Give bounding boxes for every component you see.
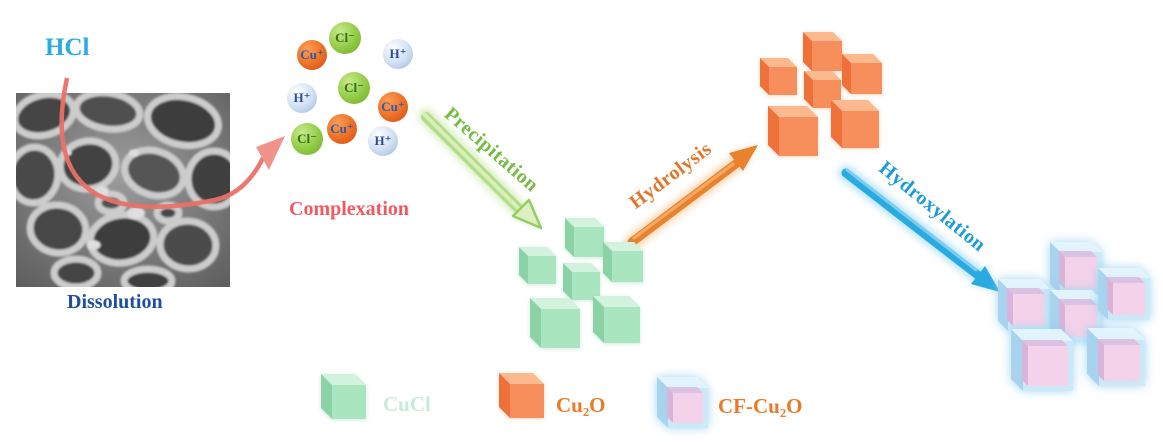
legend-swatch-cf-cu2o — [657, 377, 708, 428]
cf-cu2o-cube-core — [667, 387, 703, 423]
cube-left-face — [1098, 339, 1104, 381]
legend-label-cu2o: Cu₂O — [556, 393, 606, 417]
cu-plus-ion: Cu⁺ — [327, 114, 357, 144]
precipitation-arrow — [418, 108, 543, 230]
h-plus-ion: H⁺ — [368, 126, 398, 156]
h-plus-ion: H⁺ — [287, 83, 317, 113]
cucl-cube — [519, 247, 556, 284]
cube-left-face — [667, 387, 673, 423]
cf-cu2o-cube — [998, 279, 1050, 331]
cu2o-cube — [831, 100, 879, 148]
cu2o-cube — [768, 106, 818, 156]
cl-minus-ion: Cl⁻ — [338, 72, 370, 104]
cube-top-face — [1098, 339, 1140, 345]
cf-cu2o-cube — [1098, 268, 1150, 320]
cu2o-cube — [842, 54, 882, 94]
cucl-cube — [603, 242, 643, 282]
cucl-cube — [530, 298, 580, 348]
cl-minus-ion: Cl⁻ — [329, 22, 361, 54]
cu-plus-ion: Cu⁺ — [297, 40, 327, 70]
hydroxylation-arrow — [838, 165, 1000, 292]
dissolution-arrow — [59, 77, 285, 209]
legend-label-cucl: CuCl — [383, 392, 431, 416]
cube-left-face — [1059, 251, 1065, 289]
cucl-cube — [593, 296, 640, 343]
legend-swatch-cu2o — [499, 373, 544, 418]
cu2o-cube — [760, 58, 797, 95]
legend-label-cf-cu2o: CF-Cu₂O — [718, 394, 803, 418]
cf-cu2o-cube — [1011, 329, 1073, 391]
cf-cu2o-cube-core — [1007, 288, 1045, 326]
dissolution-label: Dissolution — [67, 291, 163, 313]
hydrolysis-arrow — [624, 145, 758, 250]
cf-cu2o-cube-core — [1059, 251, 1097, 289]
cf-cu2o-cube-core — [1098, 339, 1140, 381]
cl-minus-ion: Cl⁻ — [291, 123, 323, 155]
sem-image-copper-foam — [16, 93, 230, 287]
hcl-label: HCl — [45, 34, 90, 61]
h-plus-ion: H⁺ — [383, 39, 413, 69]
cucl-cube — [565, 218, 604, 257]
cf-cu2o-cube — [1050, 242, 1102, 294]
cucl-cube — [563, 263, 600, 300]
cf-cu2o-cube — [1087, 328, 1145, 386]
cf-cu2o-cube-core — [1022, 340, 1068, 386]
cube-top-face — [1022, 340, 1068, 346]
cube-left-face — [1107, 277, 1113, 315]
cube-left-face — [1007, 288, 1013, 326]
cf-cu2o-cube-core — [1107, 277, 1145, 315]
legend-swatch-cucl — [321, 374, 366, 419]
cube-left-face — [1022, 340, 1028, 386]
cu-plus-ion: Cu⁺ — [378, 92, 408, 122]
complexation-label: Complexation — [289, 198, 409, 220]
cu2o-cube — [803, 32, 842, 71]
